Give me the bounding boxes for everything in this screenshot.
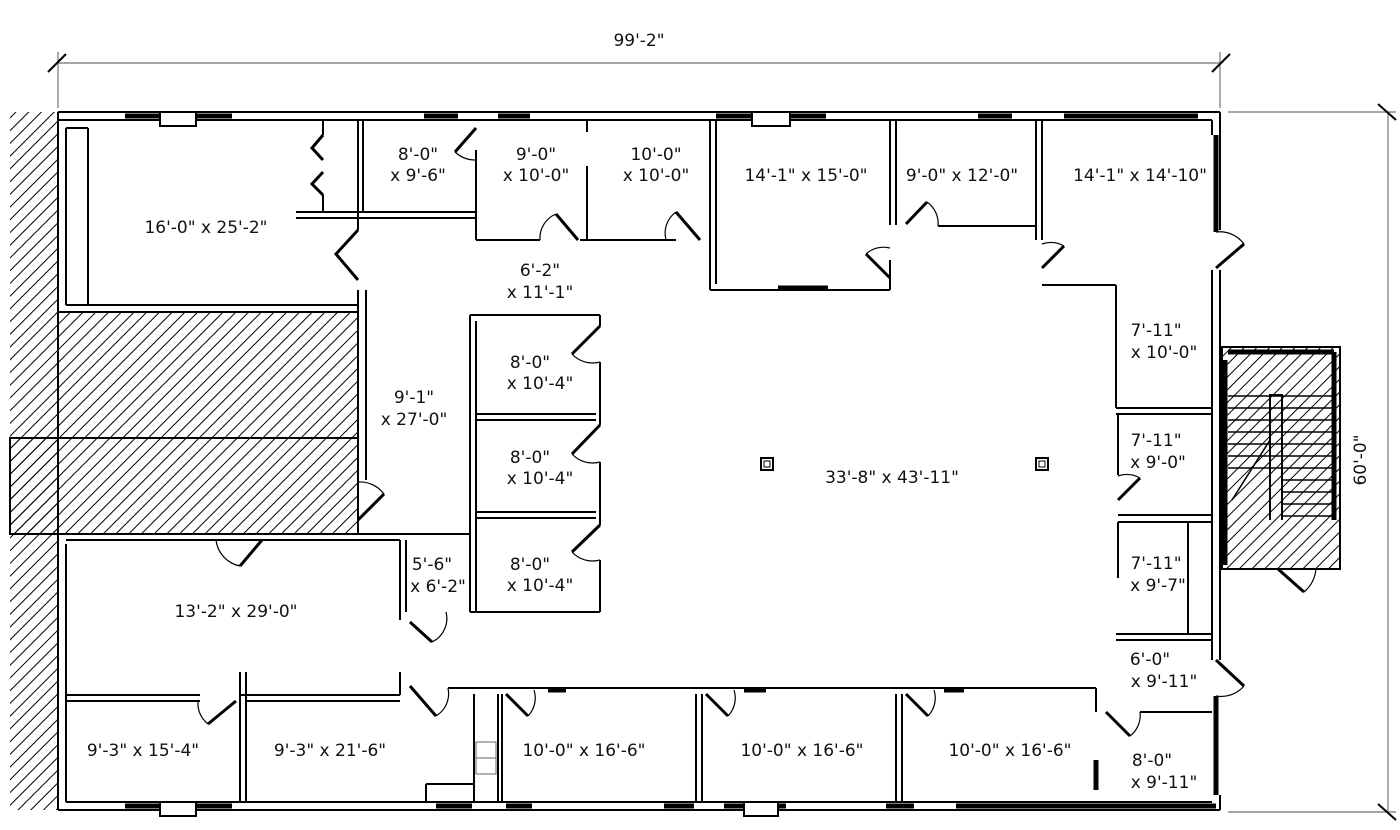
room-label: 10'-0"	[630, 145, 681, 165]
window	[743, 801, 779, 817]
room-label: 7'-11"	[1130, 431, 1181, 451]
interior-walls	[66, 120, 1212, 802]
overall-width-label: 99'-2"	[613, 31, 664, 51]
hatched-block-lower	[9, 437, 359, 535]
room-label: x 9'-6"	[390, 166, 446, 186]
column-icon	[1035, 457, 1049, 471]
room-label: x 10'-4"	[507, 576, 574, 596]
room-label: 9'-0"	[516, 145, 556, 165]
room-label: 8'-0"	[398, 145, 438, 165]
room-label: 7'-11"	[1130, 321, 1181, 341]
room-label: 33'-8" x 43'-11"	[825, 468, 959, 488]
room-label: 16'-0" x 25'-2"	[144, 218, 267, 238]
room-labels: 16'-0" x 25'-2" 8'-0" x 9'-6" 9'-0" x 10…	[87, 145, 1207, 793]
room-label: 13'-2" x 29'-0"	[174, 602, 297, 622]
room-label: 9'-3" x 15'-4"	[87, 741, 199, 761]
room-label: 10'-0" x 16'-6"	[522, 741, 645, 761]
room-label: 14'-1" x 14'-10"	[1073, 166, 1207, 186]
room-label: x 10'-0"	[623, 166, 690, 186]
hatched-areas	[9, 112, 1341, 810]
room-label: x 9'-11"	[1131, 672, 1198, 692]
room-label: 5'-6"	[412, 555, 452, 575]
window	[751, 111, 791, 127]
room-label: 8'-0"	[1132, 751, 1172, 771]
room-label: 6'-0"	[1130, 650, 1170, 670]
room-label: 8'-0"	[510, 448, 550, 468]
room-label: 9'-1"	[394, 388, 434, 408]
dimension-width: 99'-2"	[47, 31, 1231, 108]
staircase	[1222, 349, 1337, 594]
hatched-block-upper	[57, 311, 359, 439]
exterior-walls	[57, 111, 1221, 817]
room-label: x 9'-11"	[1131, 773, 1198, 793]
doors	[197, 127, 1246, 738]
room-label: 14'-1" x 15'-0"	[744, 166, 867, 186]
room-label: x 10'-4"	[507, 469, 574, 489]
room-label: x 11'-1"	[507, 283, 574, 303]
overall-depth-label: 60'-0"	[1351, 434, 1371, 485]
room-label: 8'-0"	[510, 353, 550, 373]
room-label: 9'-0" x 12'-0"	[906, 166, 1018, 186]
room-label: 7'-11"	[1130, 554, 1181, 574]
window	[159, 801, 197, 817]
room-label: 8'-0"	[510, 555, 550, 575]
room-label: x 9'-7"	[1130, 576, 1186, 596]
room-label: 10'-0" x 16'-6"	[948, 741, 1071, 761]
room-label: x 10'-0"	[503, 166, 570, 186]
room-label: x 6'-2"	[410, 577, 466, 597]
room-label: 6'-2"	[520, 261, 560, 281]
column-icon	[760, 457, 774, 471]
room-label: x 27'-0"	[381, 410, 448, 430]
room-label: x 9'-0"	[1130, 453, 1186, 473]
room-label: x 10'-0"	[1131, 343, 1198, 363]
room-label: 10'-0" x 16'-6"	[740, 741, 863, 761]
dimension-depth: 60'-0"	[1228, 103, 1397, 821]
room-label: x 10'-4"	[507, 374, 574, 394]
window	[159, 111, 197, 127]
room-label: 9'-3" x 21'-6"	[274, 741, 386, 761]
